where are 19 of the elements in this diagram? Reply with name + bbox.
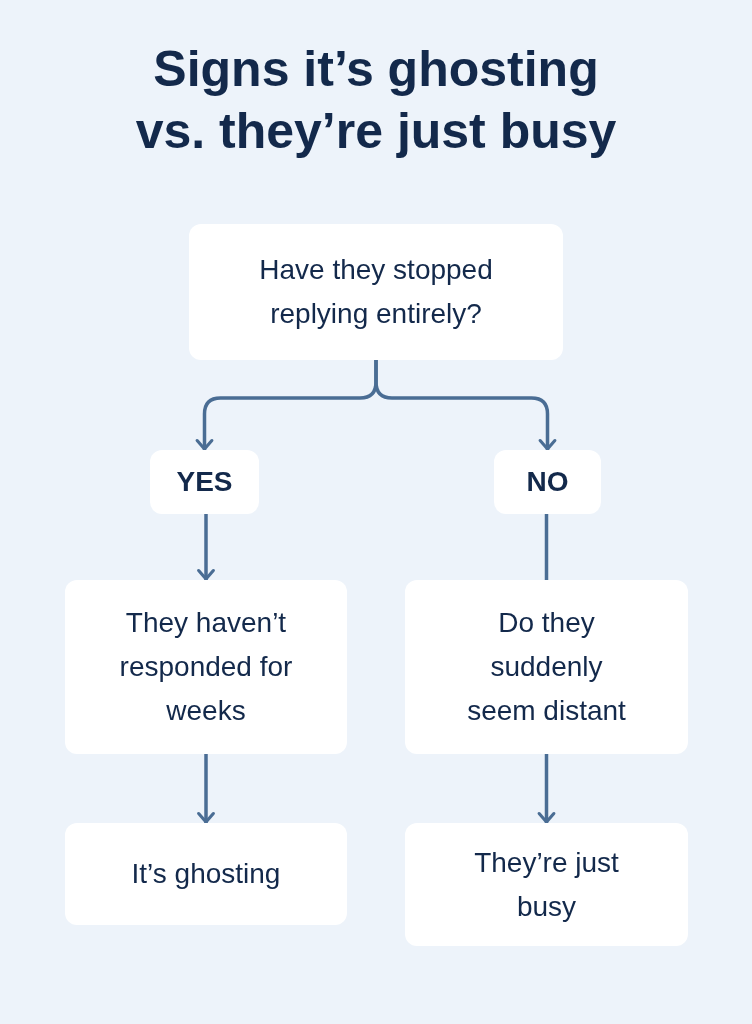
arrow (374, 360, 557, 451)
flow-box (405, 580, 688, 754)
arrow (197, 514, 215, 581)
flow-box (65, 823, 347, 925)
node-text: NO (526, 465, 569, 499)
node-text: It’s ghosting (131, 857, 281, 891)
node-text: Do they suddenly seem distant (466, 606, 627, 728)
arrow (197, 754, 215, 824)
arrow (537, 754, 556, 824)
flow-box (65, 580, 347, 754)
flow-box (189, 224, 563, 360)
node-text: Have they stopped replying entirely? (258, 253, 494, 331)
flow-box (150, 450, 259, 514)
title: Signs it’s ghosting vs. they’re just busy (134, 40, 618, 161)
flow-box (405, 823, 688, 946)
node-text: YES (176, 465, 233, 499)
flow-box (494, 450, 601, 514)
node-text: They’re just busy (473, 845, 620, 924)
node-text: They haven’t responded for weeks (118, 606, 294, 728)
